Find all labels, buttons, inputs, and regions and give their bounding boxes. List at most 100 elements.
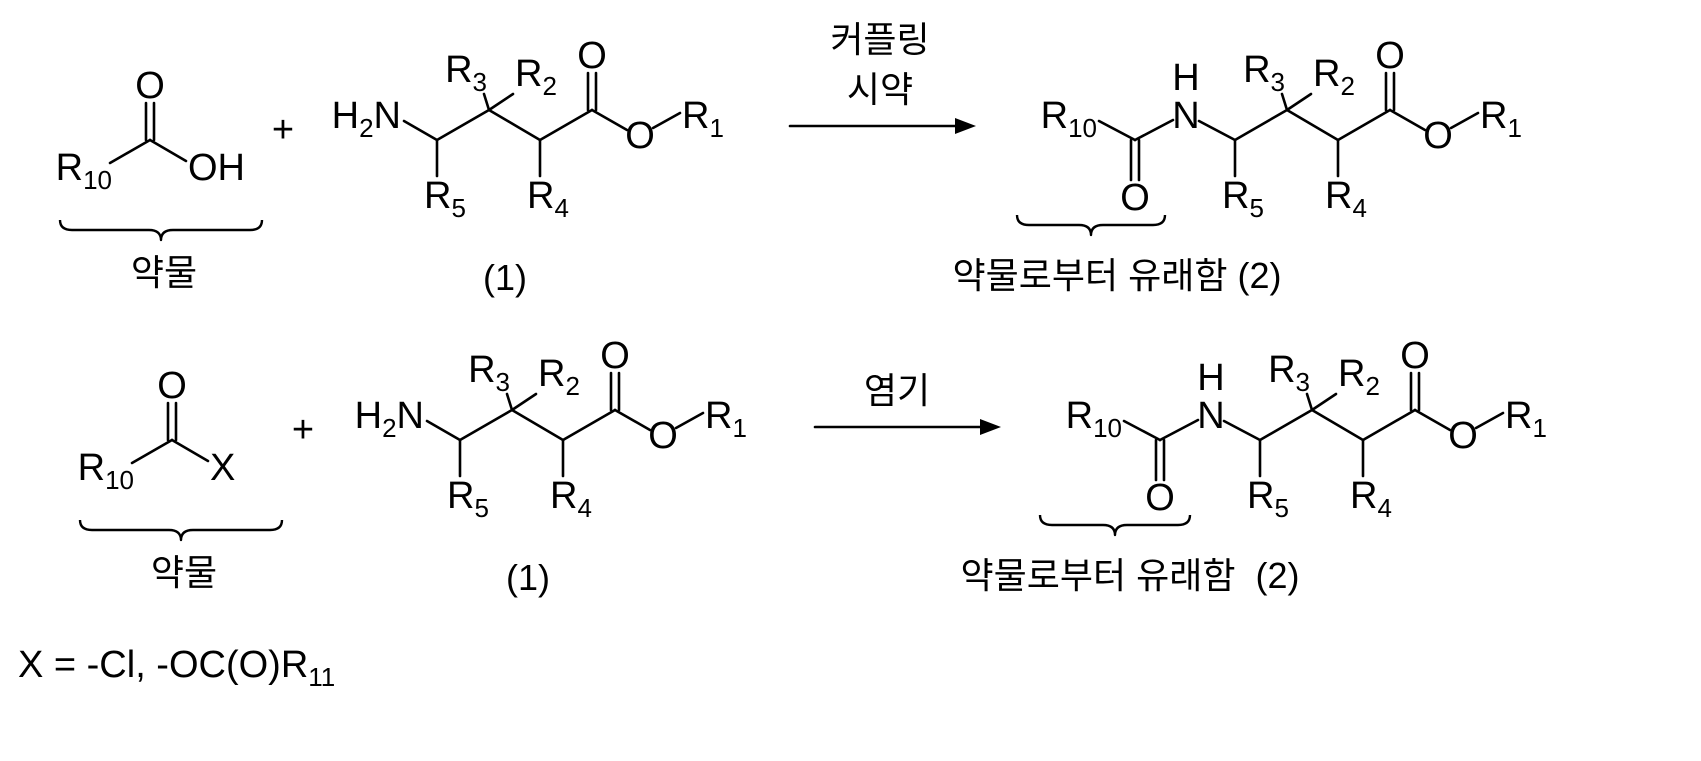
r5-label: R5 [447, 475, 489, 523]
r-symbol: R [1338, 353, 1365, 395]
bond [1476, 413, 1503, 428]
r3-label: R3 [1243, 49, 1285, 97]
ester-oxygen-label: O [1448, 415, 1478, 457]
footnote-text: X = -Cl, -OC(O)R [18, 644, 308, 686]
carbonyl-oxygen-label: O [577, 35, 607, 77]
r4-label: R4 [527, 175, 569, 223]
r-symbol: R [1505, 395, 1532, 437]
r-symbol: R [1325, 175, 1352, 217]
r2-label: R2 [515, 53, 557, 101]
bond [512, 394, 536, 410]
ester-oxygen-label: O [625, 115, 655, 157]
product-label: 약물로부터 유래함 (2) [961, 555, 1300, 596]
element-symbol: H [332, 95, 359, 137]
bond [1260, 410, 1312, 440]
ester-oxygen-label: O [1423, 115, 1453, 157]
drug-label: 약물 [131, 252, 197, 293]
amide-oxygen-label: O [1145, 477, 1175, 519]
leaving-group-label: X [210, 447, 235, 489]
r-subscript: 1 [732, 413, 746, 443]
r5-label: R5 [424, 175, 466, 223]
bond [489, 110, 540, 140]
r-symbol: R [424, 175, 451, 217]
bond [1160, 420, 1198, 440]
subscript: 2 [382, 413, 396, 443]
amine-group-label: H2N [332, 95, 401, 143]
arrow-head [955, 118, 976, 134]
r10-label: R10 [1066, 395, 1122, 443]
r4-label: R4 [550, 475, 592, 523]
r10-label: R10 [78, 447, 134, 495]
r-symbol: R [1313, 53, 1340, 95]
bond [1312, 394, 1336, 410]
r10-label: R10 [56, 147, 112, 195]
bond [1124, 421, 1160, 440]
bond [437, 110, 489, 140]
subscript: 2 [359, 113, 373, 143]
r-symbol: R [1480, 95, 1507, 137]
bond [489, 94, 513, 110]
r-symbol: R [1222, 175, 1249, 217]
bond [1363, 410, 1415, 440]
bond [563, 410, 615, 440]
bond [1287, 94, 1311, 110]
product-label: 약물로부터 유래함 (2) [953, 255, 1282, 296]
r2-label: R2 [1338, 353, 1380, 401]
bond [615, 410, 650, 430]
plus-sign: + [272, 109, 294, 151]
footnote-subscript: 11 [308, 662, 335, 692]
r-subscript: 2 [1340, 71, 1354, 101]
r-symbol: R [705, 395, 732, 437]
amide-nitrogen-label: N [1197, 395, 1224, 437]
r-symbol: R [538, 353, 565, 395]
arrow-label-line-2: 시약 [847, 69, 913, 110]
r-subscript: 1 [1532, 413, 1546, 443]
leaving-group-definition: X = -Cl, -OC(O)R11 [18, 644, 335, 692]
compound-1: H2N R5 R3 R2 R4 O O R1 (1) [332, 35, 724, 298]
r4-label: R4 [1325, 175, 1367, 223]
r-subscript: 2 [1365, 371, 1379, 401]
r10-label: R10 [1041, 95, 1097, 143]
r-subscript: 5 [474, 493, 488, 523]
r-subscript: 5 [1249, 193, 1263, 223]
element-symbol: N [374, 95, 401, 137]
leaving-group-label: OH [188, 147, 245, 189]
r5-label: R5 [1222, 175, 1264, 223]
bond [427, 421, 460, 440]
carbonyl-oxygen-label: O [600, 335, 630, 377]
amide-nitrogen-label: N [1172, 95, 1199, 137]
bond [653, 113, 680, 128]
r-symbol: R [1066, 395, 1093, 437]
amine-group-label: H2N [355, 395, 424, 443]
bond [1135, 120, 1173, 140]
r-subscript: 3 [1271, 67, 1285, 97]
carbonyl-oxygen-label: O [1400, 335, 1430, 377]
r4-label: R4 [1350, 475, 1392, 523]
bond [1099, 121, 1135, 140]
compound-number-label: (1) [483, 257, 527, 298]
bond [540, 110, 592, 140]
r-subscript: 1 [709, 113, 723, 143]
reaction-arrow [815, 419, 1001, 435]
drug-label: 약물 [151, 552, 217, 593]
r-symbol: R [550, 475, 577, 517]
r-subscript: 10 [105, 465, 134, 495]
r1-label: R1 [1505, 395, 1547, 443]
r-subscript: 2 [565, 371, 579, 401]
bond [460, 410, 512, 440]
r1-label: R1 [1480, 95, 1522, 143]
r-symbol: R [1268, 349, 1295, 391]
bond [150, 140, 186, 161]
r-subscript: 2 [542, 71, 556, 101]
r2-label: R2 [538, 353, 580, 401]
r-subscript: 4 [1377, 493, 1391, 523]
r-subscript: 1 [1507, 113, 1521, 143]
bond [1451, 113, 1478, 128]
carbonyl-oxygen-label: O [135, 65, 165, 107]
amide-hydrogen-label: H [1172, 57, 1199, 99]
r-subscript: 10 [83, 165, 112, 195]
bond [404, 121, 437, 140]
r-symbol: R [1350, 475, 1377, 517]
r3-label: R3 [1268, 349, 1310, 397]
